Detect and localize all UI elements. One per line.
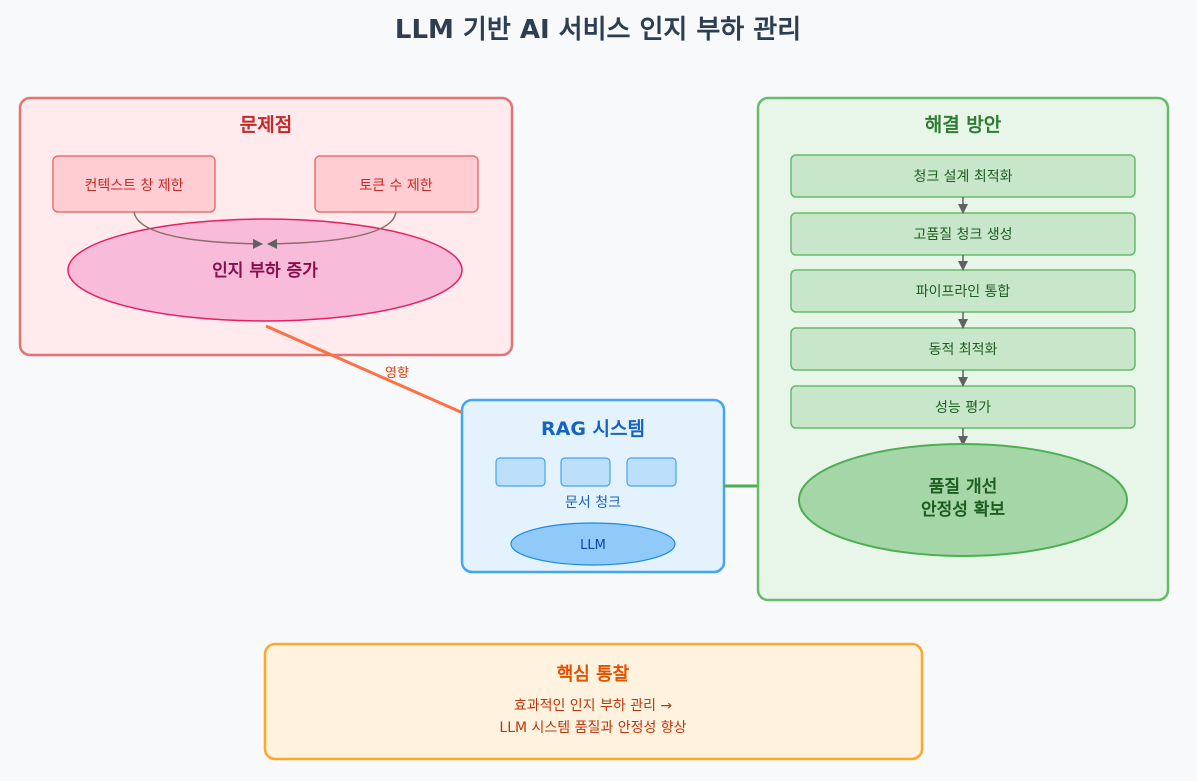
insight-section: 핵심 통찰 효과적인 인지 부하 관리 → LLM 시스템 품질과 안정성 향상 <box>263 642 924 761</box>
document-chunk-3 <box>626 457 677 487</box>
token-limit-label: 토큰 수 제한 <box>359 178 432 194</box>
insight-panel <box>263 642 924 761</box>
impact-arrow <box>265 324 498 430</box>
rag-section: RAG 시스템 문서 청크 LLM <box>460 398 726 574</box>
result-ellipse <box>798 443 1128 557</box>
llm-ellipse <box>510 522 676 566</box>
chunks-label: 문서 청크 <box>565 495 621 511</box>
context-to-load-connector <box>133 211 263 249</box>
impact-label: 영향 <box>385 366 409 381</box>
insight-title: 핵심 통찰 <box>557 664 630 685</box>
token-limit-box <box>314 155 479 213</box>
solution-step-5-label: 성능 평가 <box>935 400 991 416</box>
result-line2: 안정성 확보 <box>921 500 1005 520</box>
result-line1: 품질 개선 <box>929 476 997 497</box>
cognitive-load-ellipse <box>67 218 463 322</box>
context-limit-label: 컨텍스트 창 제한 <box>84 178 183 194</box>
insight-line2: LLM 시스템 품질과 안정성 향상 <box>499 720 686 736</box>
insight-line1: 효과적인 인지 부하 관리 → <box>514 698 673 714</box>
token-to-load-connector <box>267 211 397 249</box>
solution-step-3-label: 파이프라인 통합 <box>916 284 1011 300</box>
problem-title: 문제점 <box>240 114 292 136</box>
cognitive-load-label: 인지 부하 증가 <box>212 261 318 281</box>
document-chunk-1 <box>495 457 546 487</box>
llm-label: LLM <box>580 538 606 553</box>
problem-section: 문제점 컨텍스트 창 제한 토큰 수 제한 인지 부하 증가 <box>18 96 514 357</box>
solution-title: 해결 방안 <box>925 114 1002 136</box>
solution-step-1-label: 청크 설계 최적화 <box>913 169 1012 185</box>
page-title: LLM 기반 AI 서비스 인지 부하 관리 <box>395 15 801 45</box>
document-chunk-2 <box>560 457 611 487</box>
rag-title: RAG 시스템 <box>541 418 645 440</box>
solution-step-4-label: 동적 최적화 <box>929 342 998 358</box>
solution-step-2-label: 고품질 청크 생성 <box>913 227 1012 243</box>
solution-section: 해결 방안 청크 설계 최적화 고품질 청크 생성 파이프라인 통합 동적 최적… <box>756 96 1170 602</box>
